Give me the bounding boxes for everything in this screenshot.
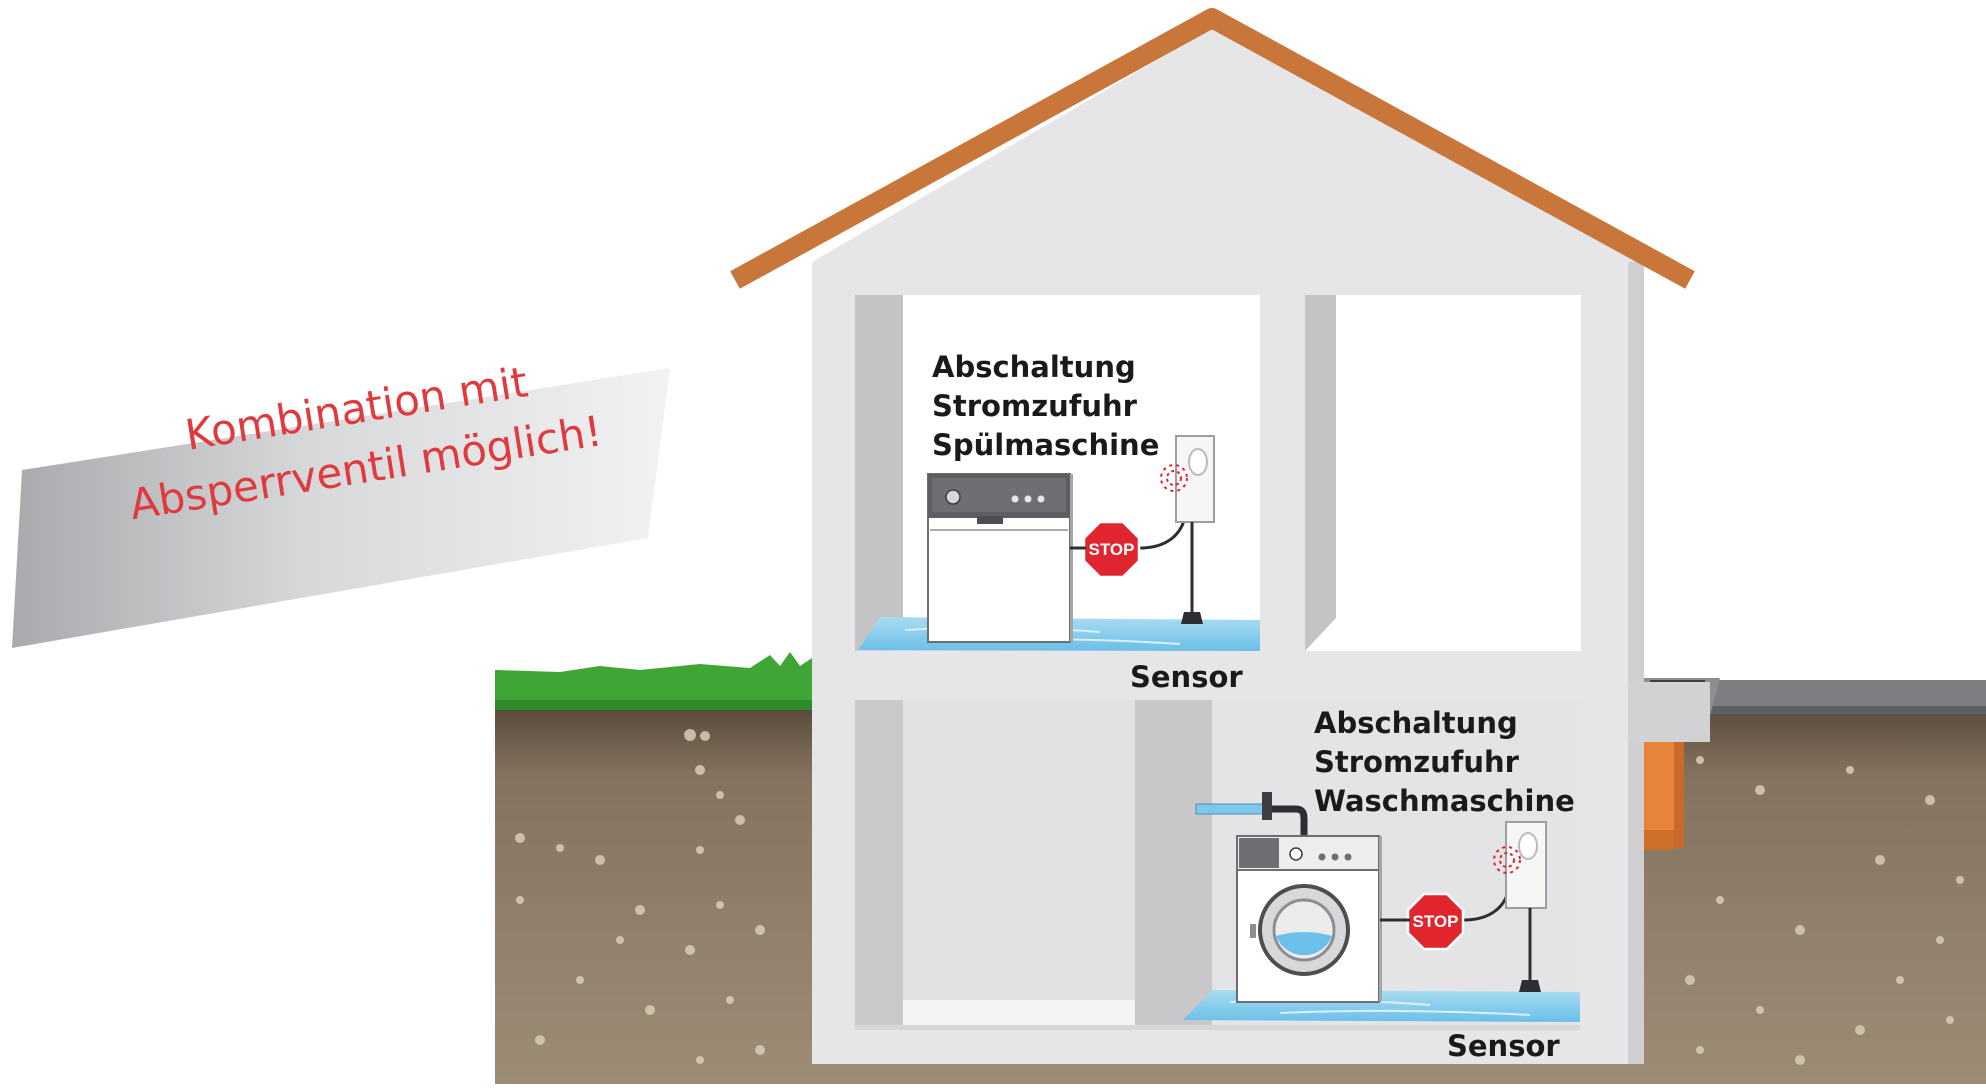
roof (730, 8, 1695, 289)
stop-sign-upper: STOP (1070, 479, 1190, 579)
upper-sensor-label: Sensor (1130, 660, 1243, 694)
power-socket-lower (1493, 821, 1547, 909)
grass (495, 652, 812, 708)
lower-label-line-3: Waschmaschine (1314, 784, 1575, 818)
lower-label-line-2: Stromzufuhr (1314, 745, 1519, 779)
lower-label-line-1: Abschaltung (1314, 706, 1518, 740)
upper-room-right (1305, 295, 1581, 651)
upper-label-line-1: Abschaltung (932, 350, 1136, 384)
stop-text-upper: STOP (1089, 540, 1135, 559)
power-socket-upper (1160, 435, 1215, 523)
water-supply-pipe (1195, 792, 1308, 836)
upper-label-line-2: Stromzufuhr (932, 389, 1137, 423)
lower-room-label: Abschaltung Stromzufuhr Waschmaschine (1314, 704, 1575, 821)
banner (12, 368, 670, 648)
lower-sensor-label: Sensor (1447, 1029, 1560, 1063)
washing-machine (1236, 835, 1382, 1003)
upper-room-label: Abschaltung Stromzufuhr Spülmaschine (932, 348, 1159, 465)
upper-label-line-3: Spülmaschine (932, 428, 1160, 462)
stop-text-lower: STOP (1413, 912, 1459, 931)
dishwasher (927, 473, 1073, 643)
soil-stones (515, 729, 1964, 1065)
water-sensor-upper (1181, 522, 1203, 624)
water-sensor-lower (1519, 908, 1541, 992)
street (1710, 680, 1986, 714)
stop-sign-lower: STOP (1380, 849, 1514, 951)
lower-room-left (855, 700, 1135, 1030)
